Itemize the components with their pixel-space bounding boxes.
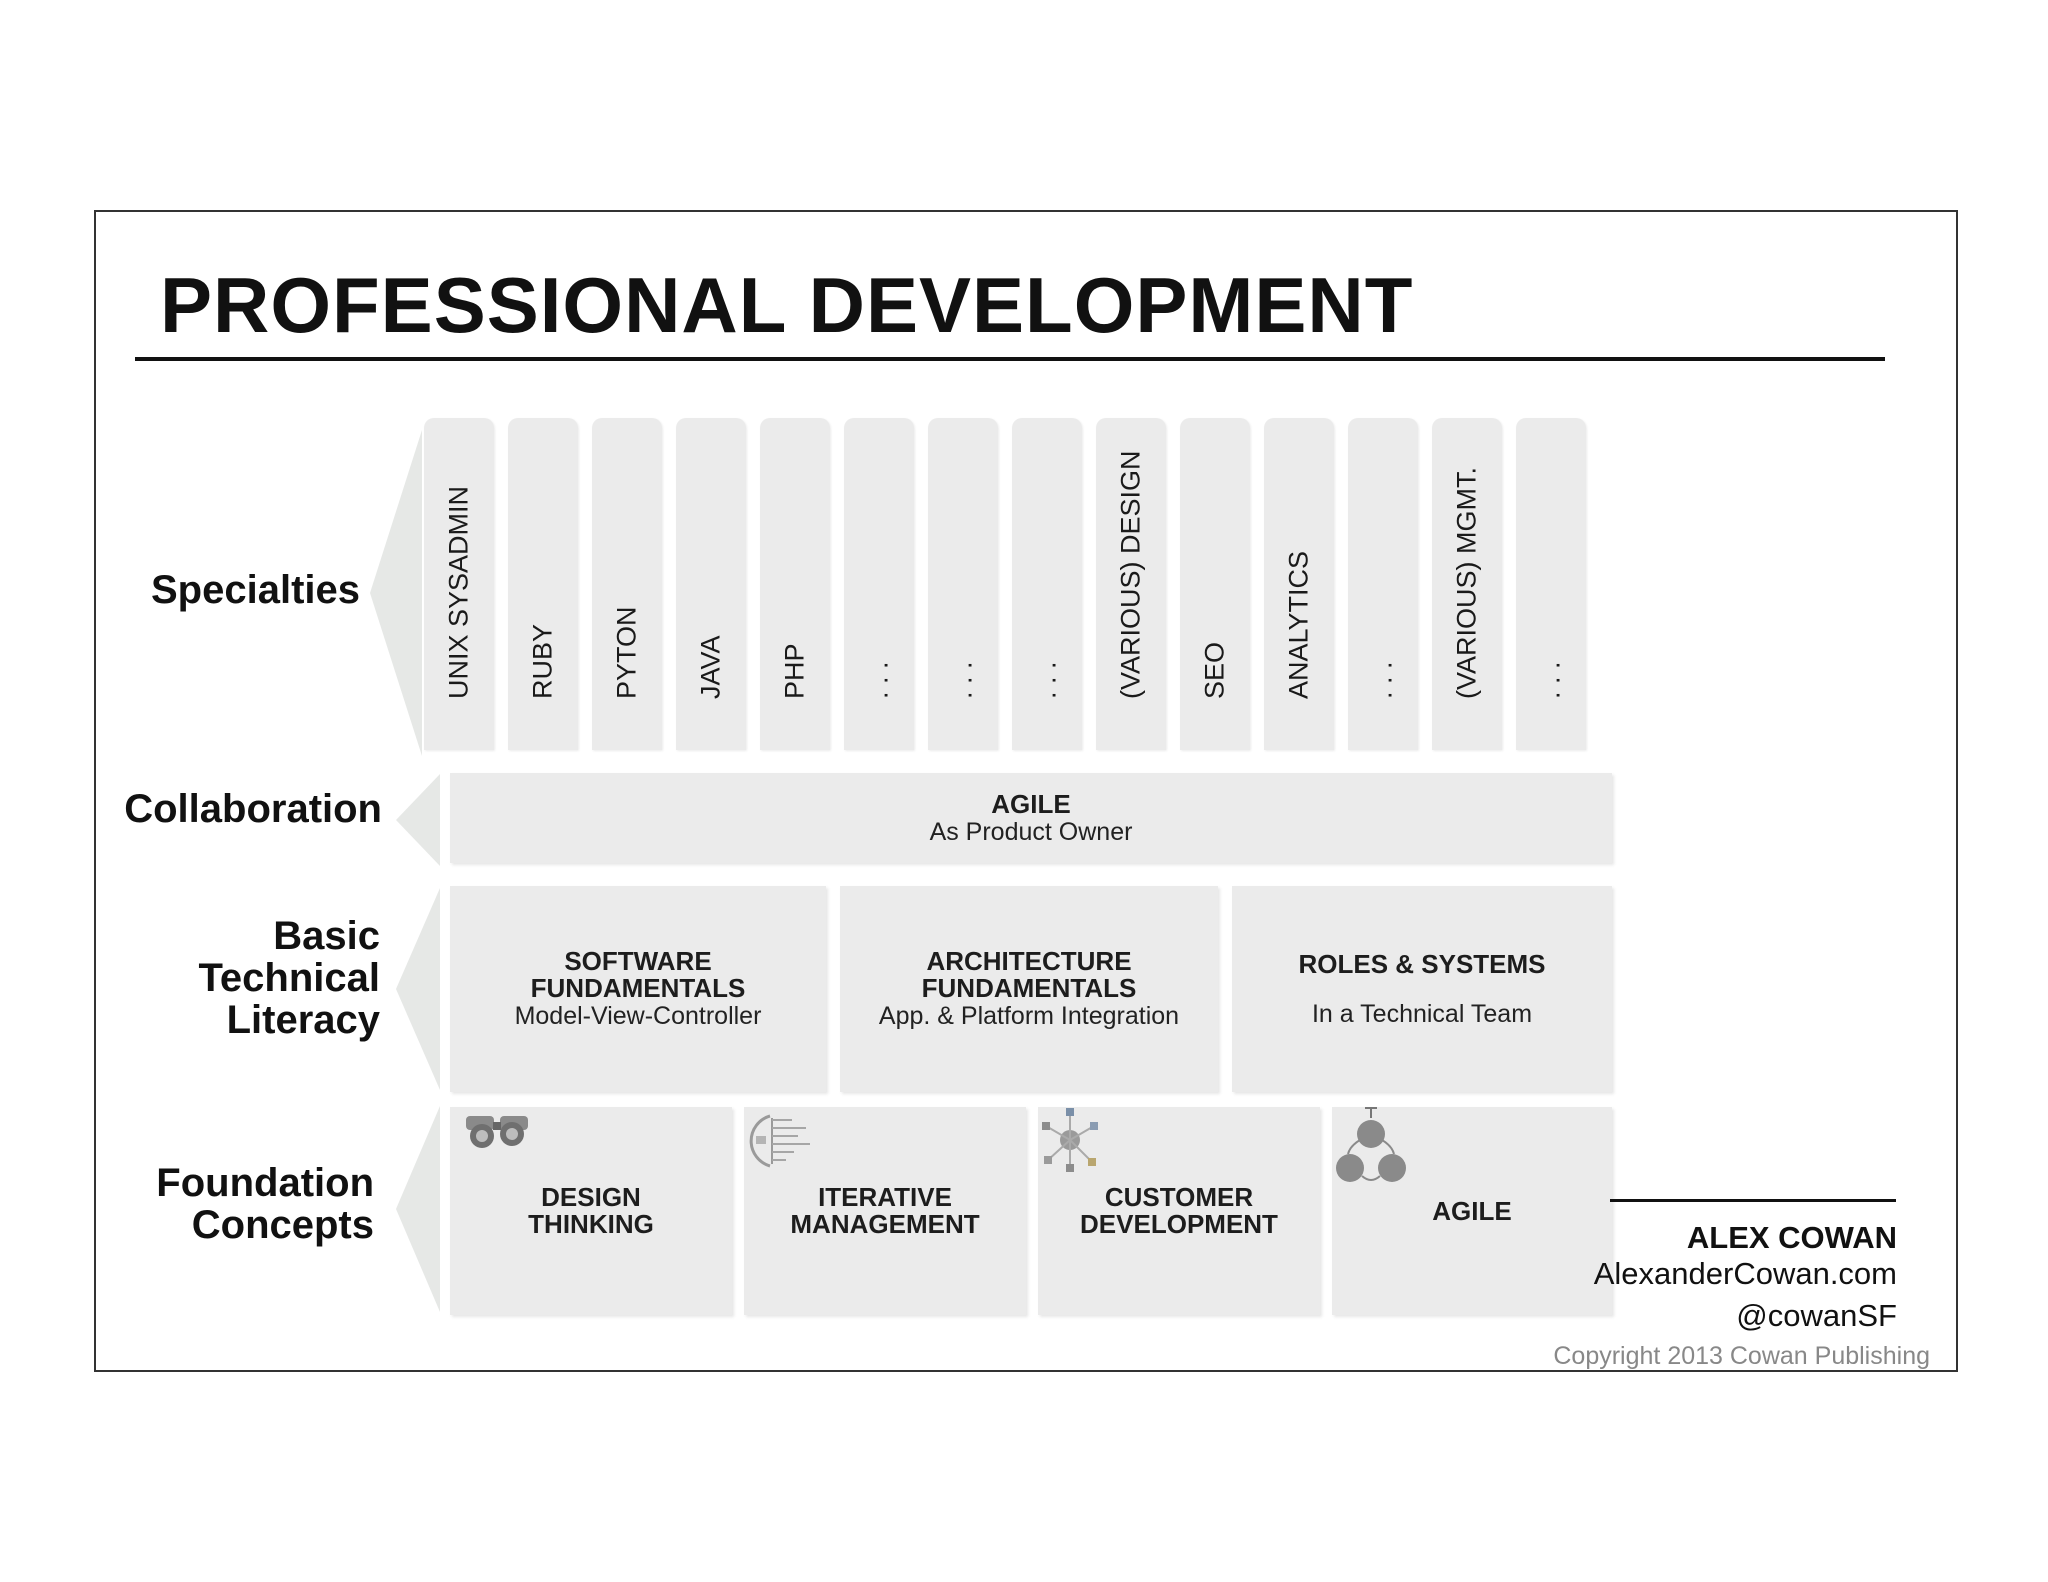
collaboration-arrow — [396, 774, 440, 866]
hub-diagram-icon — [1042, 1108, 1098, 1172]
collaboration-subtitle: As Product Owner — [929, 817, 1133, 846]
specialties-arrow — [370, 430, 422, 756]
technical-block-title: ARCHITECTURE FUNDAMENTALS — [921, 946, 1137, 1003]
collaboration-title: AGILE — [991, 788, 1071, 819]
technical-block-subtitle: In a Technical Team — [1311, 999, 1533, 1028]
author-website: AlexanderCowan.com — [1593, 1256, 1897, 1291]
specialty-label: (VARIOUS) DESIGN — [1115, 450, 1146, 699]
technical-block-subtitle: App. & Platform Integration — [878, 1002, 1180, 1030]
specialty-label: . . . — [1535, 661, 1566, 699]
binoculars-icon — [466, 1116, 528, 1148]
foundation-block-title: AGILE — [1432, 1195, 1512, 1226]
specialty-label: RUBY — [527, 623, 558, 699]
specialty-label: . . . — [1367, 661, 1398, 699]
copyright-notice: Copyright 2013 Cowan Publishing — [1553, 1342, 1930, 1370]
specialty-column: PYTON — [592, 418, 662, 750]
specialty-column: JAVA — [676, 418, 746, 750]
cycle-diagram-icon — [1336, 1107, 1406, 1182]
row-label-basic-technical-literacy: Basic Technical Literacy — [198, 914, 380, 1042]
technical-block-title: SOFTWARE FUNDAMENTALS — [530, 946, 746, 1003]
technical-block: SOFTWARE FUNDAMENTALS Model-View-Control… — [450, 886, 826, 1092]
technical-arrow — [396, 888, 440, 1090]
specialty-label: (VARIOUS) MGMT. — [1451, 467, 1482, 699]
specialty-label: JAVA — [695, 635, 726, 699]
specialty-label: UNIX SYSADMIN — [443, 485, 474, 699]
specialty-column: ANALYTICS — [1264, 418, 1334, 750]
specialty-column: . . . — [1516, 418, 1586, 750]
specialty-column: . . . — [928, 418, 998, 750]
specialty-column: RUBY — [508, 418, 578, 750]
specialty-column: (VARIOUS) DESIGN — [1096, 418, 1166, 750]
page-title: PROFESSIONAL DEVELOPMENT — [160, 261, 1414, 349]
technical-block: ARCHITECTURE FUNDAMENTALS App. & Platfor… — [840, 886, 1218, 1092]
technical-block-title: ROLES & SYSTEMS — [1298, 948, 1546, 979]
foundation-block-title: ITERATIVE MANAGEMENT — [790, 1182, 980, 1239]
specialty-column: UNIX SYSADMIN — [424, 418, 494, 750]
technical-block: ROLES & SYSTEMS In a Technical Team — [1232, 886, 1612, 1092]
author-name: ALEX COWAN — [1686, 1220, 1897, 1255]
author-rule — [1610, 1199, 1896, 1202]
specialty-label: . . . — [863, 661, 894, 699]
row-label-foundation-concepts: Foundation Concepts — [156, 1161, 374, 1247]
specialty-label: ANALYTICS — [1283, 550, 1314, 699]
foundation-block-title: DESIGN THINKING — [528, 1182, 654, 1239]
specialty-column: . . . — [1012, 418, 1082, 750]
technical-block-subtitle: Model-View-Controller — [514, 1002, 762, 1030]
specialty-label: . . . — [1031, 661, 1062, 699]
specialty-column: PHP — [760, 418, 830, 750]
foundation-block: ITERATIVE MANAGEMENT — [744, 1107, 1026, 1315]
foundation-block-title: CUSTOMER DEVELOPMENT — [1080, 1182, 1278, 1239]
specialty-label: PYTON — [611, 606, 642, 699]
specialty-label: SEO — [1199, 641, 1230, 699]
specialty-column: (VARIOUS) MGMT. — [1432, 418, 1502, 750]
author-handle: @cowanSF — [1736, 1298, 1897, 1333]
row-label-collaboration: Collaboration — [124, 787, 382, 831]
specialty-column: . . . — [844, 418, 914, 750]
specialty-column: SEO — [1180, 418, 1250, 750]
title-underline — [135, 357, 1885, 361]
specialty-label: . . . — [947, 661, 978, 699]
foundation-arrow — [396, 1106, 440, 1312]
row-label-specialties: Specialties — [150, 568, 360, 612]
collaboration-block: AGILE As Product Owner — [450, 773, 1612, 863]
diagram-frame — [94, 210, 1958, 1372]
specialty-column: . . . — [1348, 418, 1418, 750]
foundation-block: CUSTOMER DEVELOPMENT — [1038, 1107, 1320, 1315]
specialty-label: PHP — [779, 643, 810, 699]
tree-chart-icon — [749, 1114, 810, 1168]
foundation-block: DESIGN THINKING — [450, 1107, 732, 1315]
